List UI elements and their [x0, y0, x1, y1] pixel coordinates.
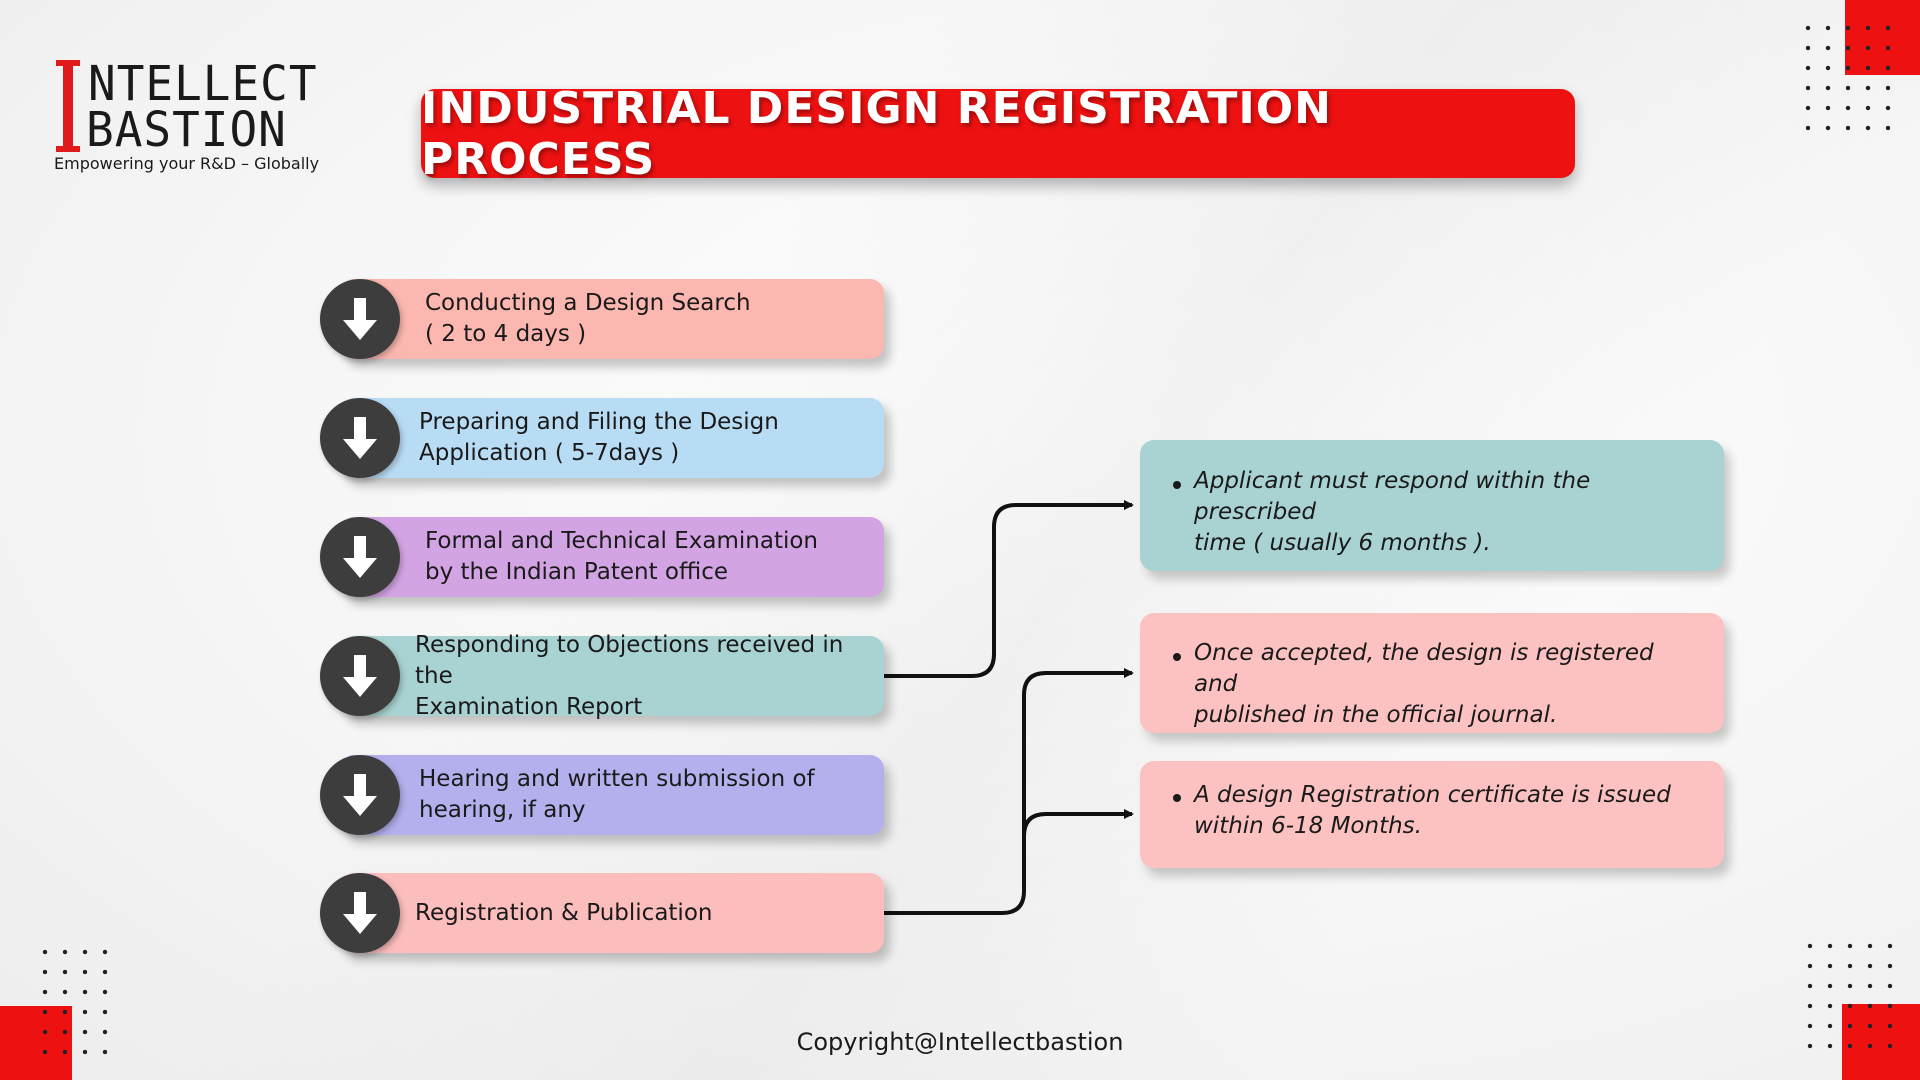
note-text-line-1: Applicant must respond within the prescr… [1194, 468, 1591, 525]
step-label-line-1: Conducting a Design Search [425, 290, 751, 316]
bullet-icon [1173, 653, 1181, 661]
arrow-down-icon [320, 873, 400, 953]
step-bar [340, 636, 884, 716]
step-label-line-2: ( 2 to 4 days ) [425, 321, 587, 347]
step-responding-objections: Responding to Objections received in the… [320, 632, 884, 720]
dot-grid-bottom-right [1800, 936, 1900, 1056]
page-title: INDUSTRIAL DESIGN REGISTRATION PROCESS [421, 82, 1332, 185]
note-text-line-2: within 6-18 Months. [1194, 813, 1422, 839]
connector-registration-to-note-2 [884, 668, 1134, 915]
step-label-line-1: Formal and Technical Examination [425, 528, 818, 554]
step-bar [340, 279, 884, 359]
bullet-icon [1173, 794, 1181, 802]
step-label-line-1: Responding to Objections received in the [415, 631, 844, 689]
logo-line-2: BASTION [86, 100, 287, 158]
note-text-line-1: A design Registration certificate is iss… [1194, 782, 1671, 808]
logo-tagline: Empowering your R&D – Globally [54, 154, 320, 173]
copyright-text: Copyright@Intellectbastion [796, 1028, 1124, 1056]
step-bar [340, 755, 884, 835]
dot-grid-bottom-left [35, 942, 115, 1062]
step-label-line-2: Application ( 5-7days ) [419, 440, 680, 466]
note-response-deadline: Applicant must respond within the prescr… [1140, 440, 1724, 571]
arrow-down-icon [320, 517, 400, 597]
bullet-icon [1173, 481, 1181, 489]
arrow-down-icon [320, 636, 400, 716]
step-label-line-1: Registration & Publication [415, 899, 713, 926]
step-label-line-2: Examination Report [415, 693, 643, 720]
step-bar [340, 873, 884, 953]
dot-grid-top-right [1798, 18, 1898, 138]
step-label-line-1: Preparing and Filing the Design [419, 409, 779, 435]
step-label: Responding to Objections received in the… [415, 632, 884, 720]
step-label: Hearing and written submission of hearin… [419, 755, 815, 835]
step-registration-publication: Registration & Publication [320, 873, 884, 953]
title-banner: INDUSTRIAL DESIGN REGISTRATION PROCESS [421, 83, 1575, 185]
note-text-line-2: published in the official journal. [1194, 702, 1558, 728]
step-label: Conducting a Design Search ( 2 to 4 days… [425, 279, 751, 359]
note-text: Applicant must respond within the prescr… [1194, 440, 1704, 571]
note-registration-publication: Once accepted, the design is registered … [1140, 613, 1724, 733]
step-bar [340, 398, 884, 478]
step-filing-application: Preparing and Filing the Design Applicat… [320, 398, 884, 478]
company-logo: NTELLECT BASTION Empowering your R&D – G… [52, 56, 342, 186]
step-label: Registration & Publication [415, 873, 712, 953]
step-label: Preparing and Filing the Design Applicat… [419, 398, 779, 478]
connector-registration-to-note-3 [1022, 809, 1134, 858]
note-text: A design Registration certificate is iss… [1194, 761, 1704, 868]
step-label: Formal and Technical Examination by the … [425, 517, 818, 597]
step-examination: Formal and Technical Examination by the … [320, 517, 884, 597]
arrow-down-icon [320, 398, 400, 478]
note-certificate-issued: A design Registration certificate is iss… [1140, 761, 1724, 868]
note-text-line-2: time ( usually 6 months ). [1194, 530, 1491, 556]
note-text-line-1: Once accepted, the design is registered … [1194, 640, 1654, 697]
step-design-search: Conducting a Design Search ( 2 to 4 days… [320, 279, 884, 359]
step-label-line-2: hearing, if any [419, 797, 586, 823]
pillar-icon [56, 60, 80, 152]
note-text: Once accepted, the design is registered … [1194, 613, 1704, 733]
step-label-line-2: by the Indian Patent office [425, 559, 729, 585]
connector-objections-to-note-1 [884, 500, 1134, 678]
arrow-down-icon [320, 755, 400, 835]
logo-line-1: NTELLECT [88, 54, 318, 112]
arrow-down-icon [320, 279, 400, 359]
step-label-line-1: Hearing and written submission of [419, 766, 815, 792]
step-hearing: Hearing and written submission of hearin… [320, 755, 884, 835]
step-bar [340, 517, 884, 597]
